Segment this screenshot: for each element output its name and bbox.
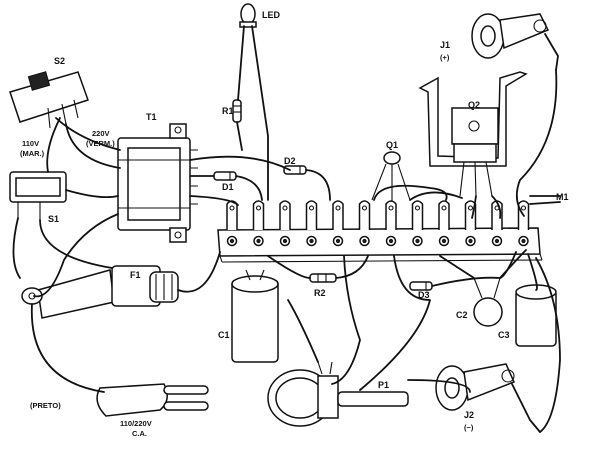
capacitor-c1	[231, 269, 279, 363]
terminal-eyelet-center	[468, 238, 473, 244]
terminal-lug-hole	[229, 205, 235, 211]
label-m1: M1	[556, 192, 569, 202]
terminal-eyelet-center	[335, 238, 341, 244]
diode-d1	[213, 171, 237, 181]
terminal-eyelet-center	[362, 238, 367, 244]
switch-s2	[9, 71, 89, 129]
capacitor-c3	[515, 284, 557, 347]
label-j2: J2	[464, 410, 474, 420]
label-c3: C3	[498, 330, 510, 340]
transistor-q1	[371, 151, 411, 202]
terminal-lug-hole	[255, 205, 262, 211]
label-q2: Q2	[468, 100, 480, 110]
switch-s1	[9, 171, 67, 220]
terminal-strip	[217, 200, 543, 263]
mains-plug	[96, 383, 209, 417]
label-s1: S1	[48, 214, 59, 224]
terminal-lug	[305, 200, 318, 230]
label-verm: (VERM.)	[86, 139, 115, 148]
potentiometer-p1	[267, 361, 409, 427]
terminal-lug-hole	[520, 205, 527, 211]
terminal-lug-hole	[282, 205, 288, 211]
label-r1: R1	[222, 106, 234, 116]
terminal-eyelet-center	[229, 238, 235, 244]
terminal-lug	[226, 200, 238, 230]
resistor-r1	[232, 99, 242, 123]
terminal-lug-hole	[308, 205, 315, 211]
terminal-lug-hole	[335, 205, 341, 211]
terminal-eyelet-center	[256, 238, 261, 244]
label-f1: F1	[130, 270, 141, 280]
transformer-t1	[117, 123, 198, 243]
label-220v: 220V	[92, 129, 110, 138]
terminal-lug-hole	[388, 205, 394, 211]
terminal-eyelet-center	[309, 238, 314, 244]
label-ca: C.A.	[132, 429, 147, 438]
terminal-lug	[332, 200, 344, 230]
label-mar: (MAR.)	[20, 149, 45, 158]
label-led: LED	[262, 10, 281, 20]
label-110v: 110V	[22, 139, 39, 148]
terminal-eyelet-center	[282, 238, 288, 244]
terminal-lug	[252, 200, 265, 230]
label-t1: T1	[146, 112, 157, 122]
terminal-lug-hole	[361, 205, 368, 211]
label-preto: (PRETO)	[30, 401, 61, 410]
fuse-holder-f1	[21, 265, 179, 319]
led	[239, 3, 257, 28]
label-j1: J1	[440, 40, 450, 50]
label-p1: P1	[378, 380, 389, 390]
label-d2: D2	[284, 156, 296, 166]
jack-j1	[471, 13, 559, 71]
capacitor-c2	[473, 277, 503, 327]
label-r2: R2	[314, 288, 326, 298]
label-s2: S2	[54, 56, 65, 66]
label-mains-voltage: 110/220V	[120, 419, 152, 428]
terminal-lug	[279, 200, 291, 230]
terminal-lug	[438, 200, 450, 230]
terminal-eyelet-center	[494, 238, 500, 244]
label-j1-polarity: (+)	[440, 53, 450, 62]
wires	[12, 25, 561, 433]
diode-d2	[283, 165, 307, 175]
terminal-lug	[385, 200, 397, 230]
terminal-lug	[411, 200, 424, 230]
terminal-lug	[358, 200, 371, 230]
label-q1: Q1	[386, 140, 398, 150]
label-c2: C2	[456, 310, 468, 320]
transistor-q2-heatsink	[418, 71, 528, 197]
terminal-eyelet-center	[521, 238, 526, 244]
label-d3: D3	[418, 290, 430, 300]
resistor-r2	[309, 273, 337, 283]
jack-j2	[435, 363, 541, 433]
label-d1: D1	[222, 182, 234, 192]
terminal-eyelet-center	[415, 238, 420, 244]
diode-d3	[409, 281, 433, 291]
terminal-lug-hole	[441, 205, 447, 211]
terminal-lug-hole	[414, 205, 421, 211]
terminal-eyelet-center	[441, 238, 447, 244]
label-j2-polarity: (−)	[464, 423, 474, 432]
terminal-eyelet-center	[388, 238, 394, 244]
label-c1: C1	[218, 330, 230, 340]
terminal-lug-hole	[467, 205, 474, 211]
